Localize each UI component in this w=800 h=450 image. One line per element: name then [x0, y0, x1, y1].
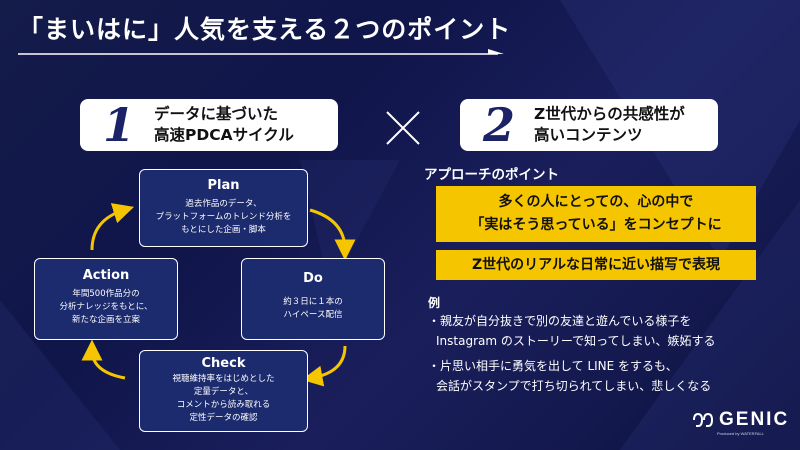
genic-logo: GENIC Produced by WATERFALL	[692, 410, 789, 440]
cycle-do-box: Do 約３日に１本の ハイペース配信	[241, 258, 385, 340]
point-1-line2: 高速PDCAサイクル	[154, 126, 294, 144]
point-2-line1: Z世代からの共感性が	[534, 105, 685, 123]
point-2-number: 2	[482, 98, 515, 152]
approach-concept-box: 多くの人にとっての、心の中で 「実はそう思っている」をコンセプトに	[436, 186, 756, 242]
approach-title: アプローチのポイント	[424, 167, 559, 183]
point-1-box: 1 データに基づいた 高速PDCAサイクル	[80, 99, 338, 151]
page-title: 「まいはに」人気を支える２つのポイント	[18, 15, 512, 44]
do-title: Do	[303, 271, 323, 286]
example-1-line1: ・親友が自分抜きで別の友達と遊んでいる様子を	[428, 314, 692, 328]
check-desc-3: コメントから読み取れる	[176, 400, 271, 410]
plan-desc-1: 過去作品のデータ、	[185, 199, 262, 209]
point-1-line1: データに基づいた	[154, 105, 279, 123]
point-1-number: 1	[102, 98, 135, 152]
logo-subtext: Produced by WATERFALL	[717, 431, 764, 436]
do-desc-2: ハイペース配信	[283, 310, 343, 320]
example-label: 例	[428, 296, 441, 310]
plan-title: Plan	[207, 178, 240, 193]
example-1-line2: Instagram のストーリーで知ってしまい、嫉妬する	[436, 334, 716, 348]
approach-concept-line2: 「実はそう思っている」をコンセプトに	[470, 217, 722, 233]
point-2-box: 2 Z世代からの共感性が 高いコンテンツ	[460, 99, 718, 151]
action-desc-3: 新たな企画を立案	[71, 315, 140, 325]
point-1-text: データに基づいた 高速PDCAサイクル	[148, 104, 294, 146]
check-desc-4: 定性データの確認	[189, 413, 258, 423]
logo-mark-icon	[693, 412, 714, 427]
check-title: Check	[201, 356, 246, 371]
logo-text: GENIC	[719, 409, 790, 430]
example-item-2: ・片思い相手に勇気を出して LINE をするも、 会話がスタンプで打ち切られてし…	[428, 356, 711, 396]
example-2-line2: 会話がスタンプで打ち切られてしまい、悲しくなる	[436, 379, 712, 393]
point-2-line2: 高いコンテンツ	[534, 126, 643, 144]
cycle-plan-box: Plan 過去作品のデータ、 プラットフォームのトレンド分析を もとにした企画・…	[139, 169, 308, 247]
check-desc-2: 定量データと、	[193, 387, 254, 397]
approach-expression-box: Z世代のリアルな日常に近い描写で表現	[436, 250, 756, 280]
title-underline	[18, 49, 504, 55]
approach-expression-text: Z世代のリアルな日常に近い描写で表現	[471, 257, 720, 273]
action-desc-1: 年間500作品分の	[72, 289, 140, 299]
approach-concept-line1: 多くの人にとっての、心の中で	[498, 194, 694, 210]
check-desc-1: 視聴維持率をはじめとした	[172, 374, 275, 384]
example-item-1: ・親友が自分抜きで別の友達と遊んでいる様子を Instagram のストーリーで…	[428, 311, 716, 351]
cycle-action-box: Action 年間500作品分の 分析ナレッジをもとに、 新たな企画を立案	[34, 258, 178, 340]
cross-icon	[386, 111, 420, 145]
cycle-check-box: Check 視聴維持率をはじめとした 定量データと、 コメントから読み取れる 定…	[139, 350, 308, 432]
plan-desc-3: もとにした企画・脚本	[181, 225, 266, 235]
do-desc-1: 約３日に１本の	[283, 297, 343, 307]
plan-desc-2: プラットフォームのトレンド分析を	[155, 212, 292, 222]
example-2-line1: ・片思い相手に勇気を出して LINE をするも、	[428, 359, 678, 373]
action-desc-2: 分析ナレッジをもとに、	[59, 302, 153, 312]
point-2-text: Z世代からの共感性が 高いコンテンツ	[528, 104, 685, 146]
action-title: Action	[82, 268, 130, 283]
